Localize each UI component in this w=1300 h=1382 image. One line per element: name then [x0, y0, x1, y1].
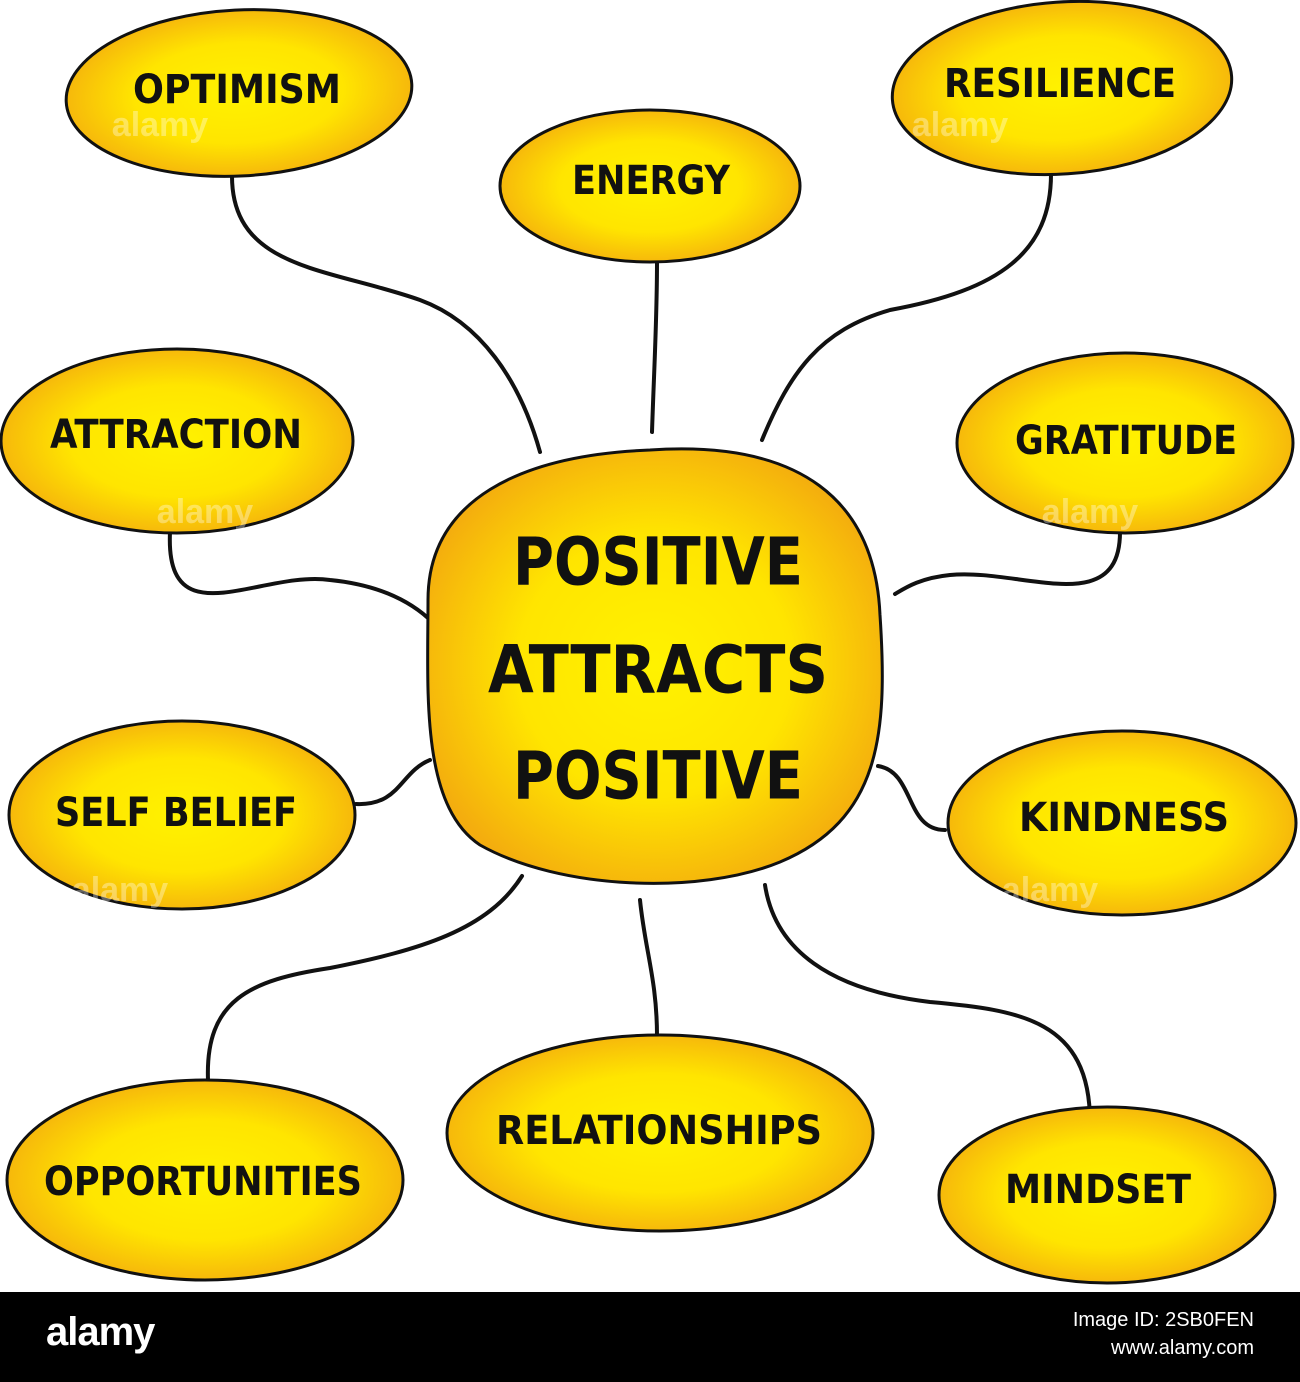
node-optimism: OPTIMISM: [64, 8, 414, 178]
central-node: POSITIVE ATTRACTS POSITIVE: [426, 447, 884, 885]
mind-map: POSITIVE ATTRACTS POSITIVE OPTIMISM ENER…: [0, 0, 1298, 1285]
watermarks: alamy alamy alamy alamy alamy alamy: [72, 106, 1138, 909]
connector-optimism: [230, 174, 542, 454]
center-line-1: POSITIVE: [513, 524, 803, 601]
node-mindset: MINDSET: [937, 1105, 1277, 1285]
node-resilience-label: RESILIENCE: [944, 61, 1176, 107]
watermark-3: alamy: [157, 493, 253, 531]
connector-attraction: [167, 530, 430, 620]
watermark-4: alamy: [1042, 493, 1138, 531]
node-relationships: RELATIONSHIPS: [445, 1033, 875, 1233]
node-attraction-label: ATTRACTION: [50, 412, 302, 458]
watermark-2: alamy: [912, 106, 1008, 144]
node-self-belief: SELF BELIEF: [7, 719, 357, 911]
watermark-6: alamy: [1002, 871, 1098, 909]
connector-relationships: [638, 898, 659, 1038]
connector-self-belief: [354, 758, 432, 807]
node-attraction: ATTRACTION: [0, 347, 355, 535]
connector-kindness: [876, 764, 947, 832]
node-gratitude: GRATITUDE: [955, 351, 1295, 535]
node-opportunities-label: OPPORTUNITIES: [44, 1159, 362, 1205]
watermark-5: alamy: [72, 871, 168, 909]
connector-mindset: [763, 883, 1092, 1124]
node-kindness-label: KINDNESS: [1019, 795, 1229, 841]
node-optimism-blob: [64, 8, 414, 178]
node-mindset-label: MINDSET: [1005, 1167, 1191, 1213]
node-kindness-blob: [946, 729, 1298, 917]
connectors: [167, 172, 1122, 1124]
watermark-1: alamy: [112, 106, 208, 144]
stock-logo: alamy: [46, 1310, 155, 1354]
center-line-3: POSITIVE: [513, 738, 803, 815]
node-energy: ENERGY: [498, 108, 802, 264]
connector-opportunities: [205, 874, 524, 1082]
site-url: www.alamy.com: [1111, 1337, 1254, 1359]
node-gratitude-label: GRATITUDE: [1015, 418, 1237, 464]
node-energy-label: ENERGY: [572, 158, 731, 204]
node-gratitude-blob: [955, 351, 1295, 535]
connector-resilience: [760, 172, 1053, 442]
node-attraction-blob: [0, 347, 355, 535]
central-blob: [426, 447, 884, 885]
stock-footer-bar: alamy Image ID: 2SB0FEN www.alamy.com: [0, 1292, 1300, 1382]
image-id-text: Image ID: 2SB0FEN: [1072, 1309, 1254, 1331]
node-resilience: RESILIENCE: [890, 0, 1234, 177]
node-optimism-label: OPTIMISM: [133, 67, 341, 113]
node-opportunities: OPPORTUNITIES: [5, 1078, 405, 1282]
node-relationships-blob: [445, 1033, 875, 1233]
node-self-belief-label: SELF BELIEF: [55, 790, 297, 836]
connector-gratitude: [893, 530, 1122, 596]
node-relationships-label: RELATIONSHIPS: [496, 1108, 822, 1154]
node-opportunities-blob: [5, 1078, 405, 1282]
node-resilience-blob: [890, 0, 1234, 177]
node-kindness: KINDNESS: [946, 729, 1298, 917]
node-mindset-blob: [937, 1105, 1277, 1285]
center-line-2: ATTRACTS: [488, 632, 828, 709]
node-energy-blob: [498, 108, 802, 264]
connector-energy: [650, 260, 659, 434]
stock-image-id: Image ID: 2SB0FEN www.alamy.com: [1073, 1306, 1254, 1362]
node-self-belief-blob: [7, 719, 357, 911]
